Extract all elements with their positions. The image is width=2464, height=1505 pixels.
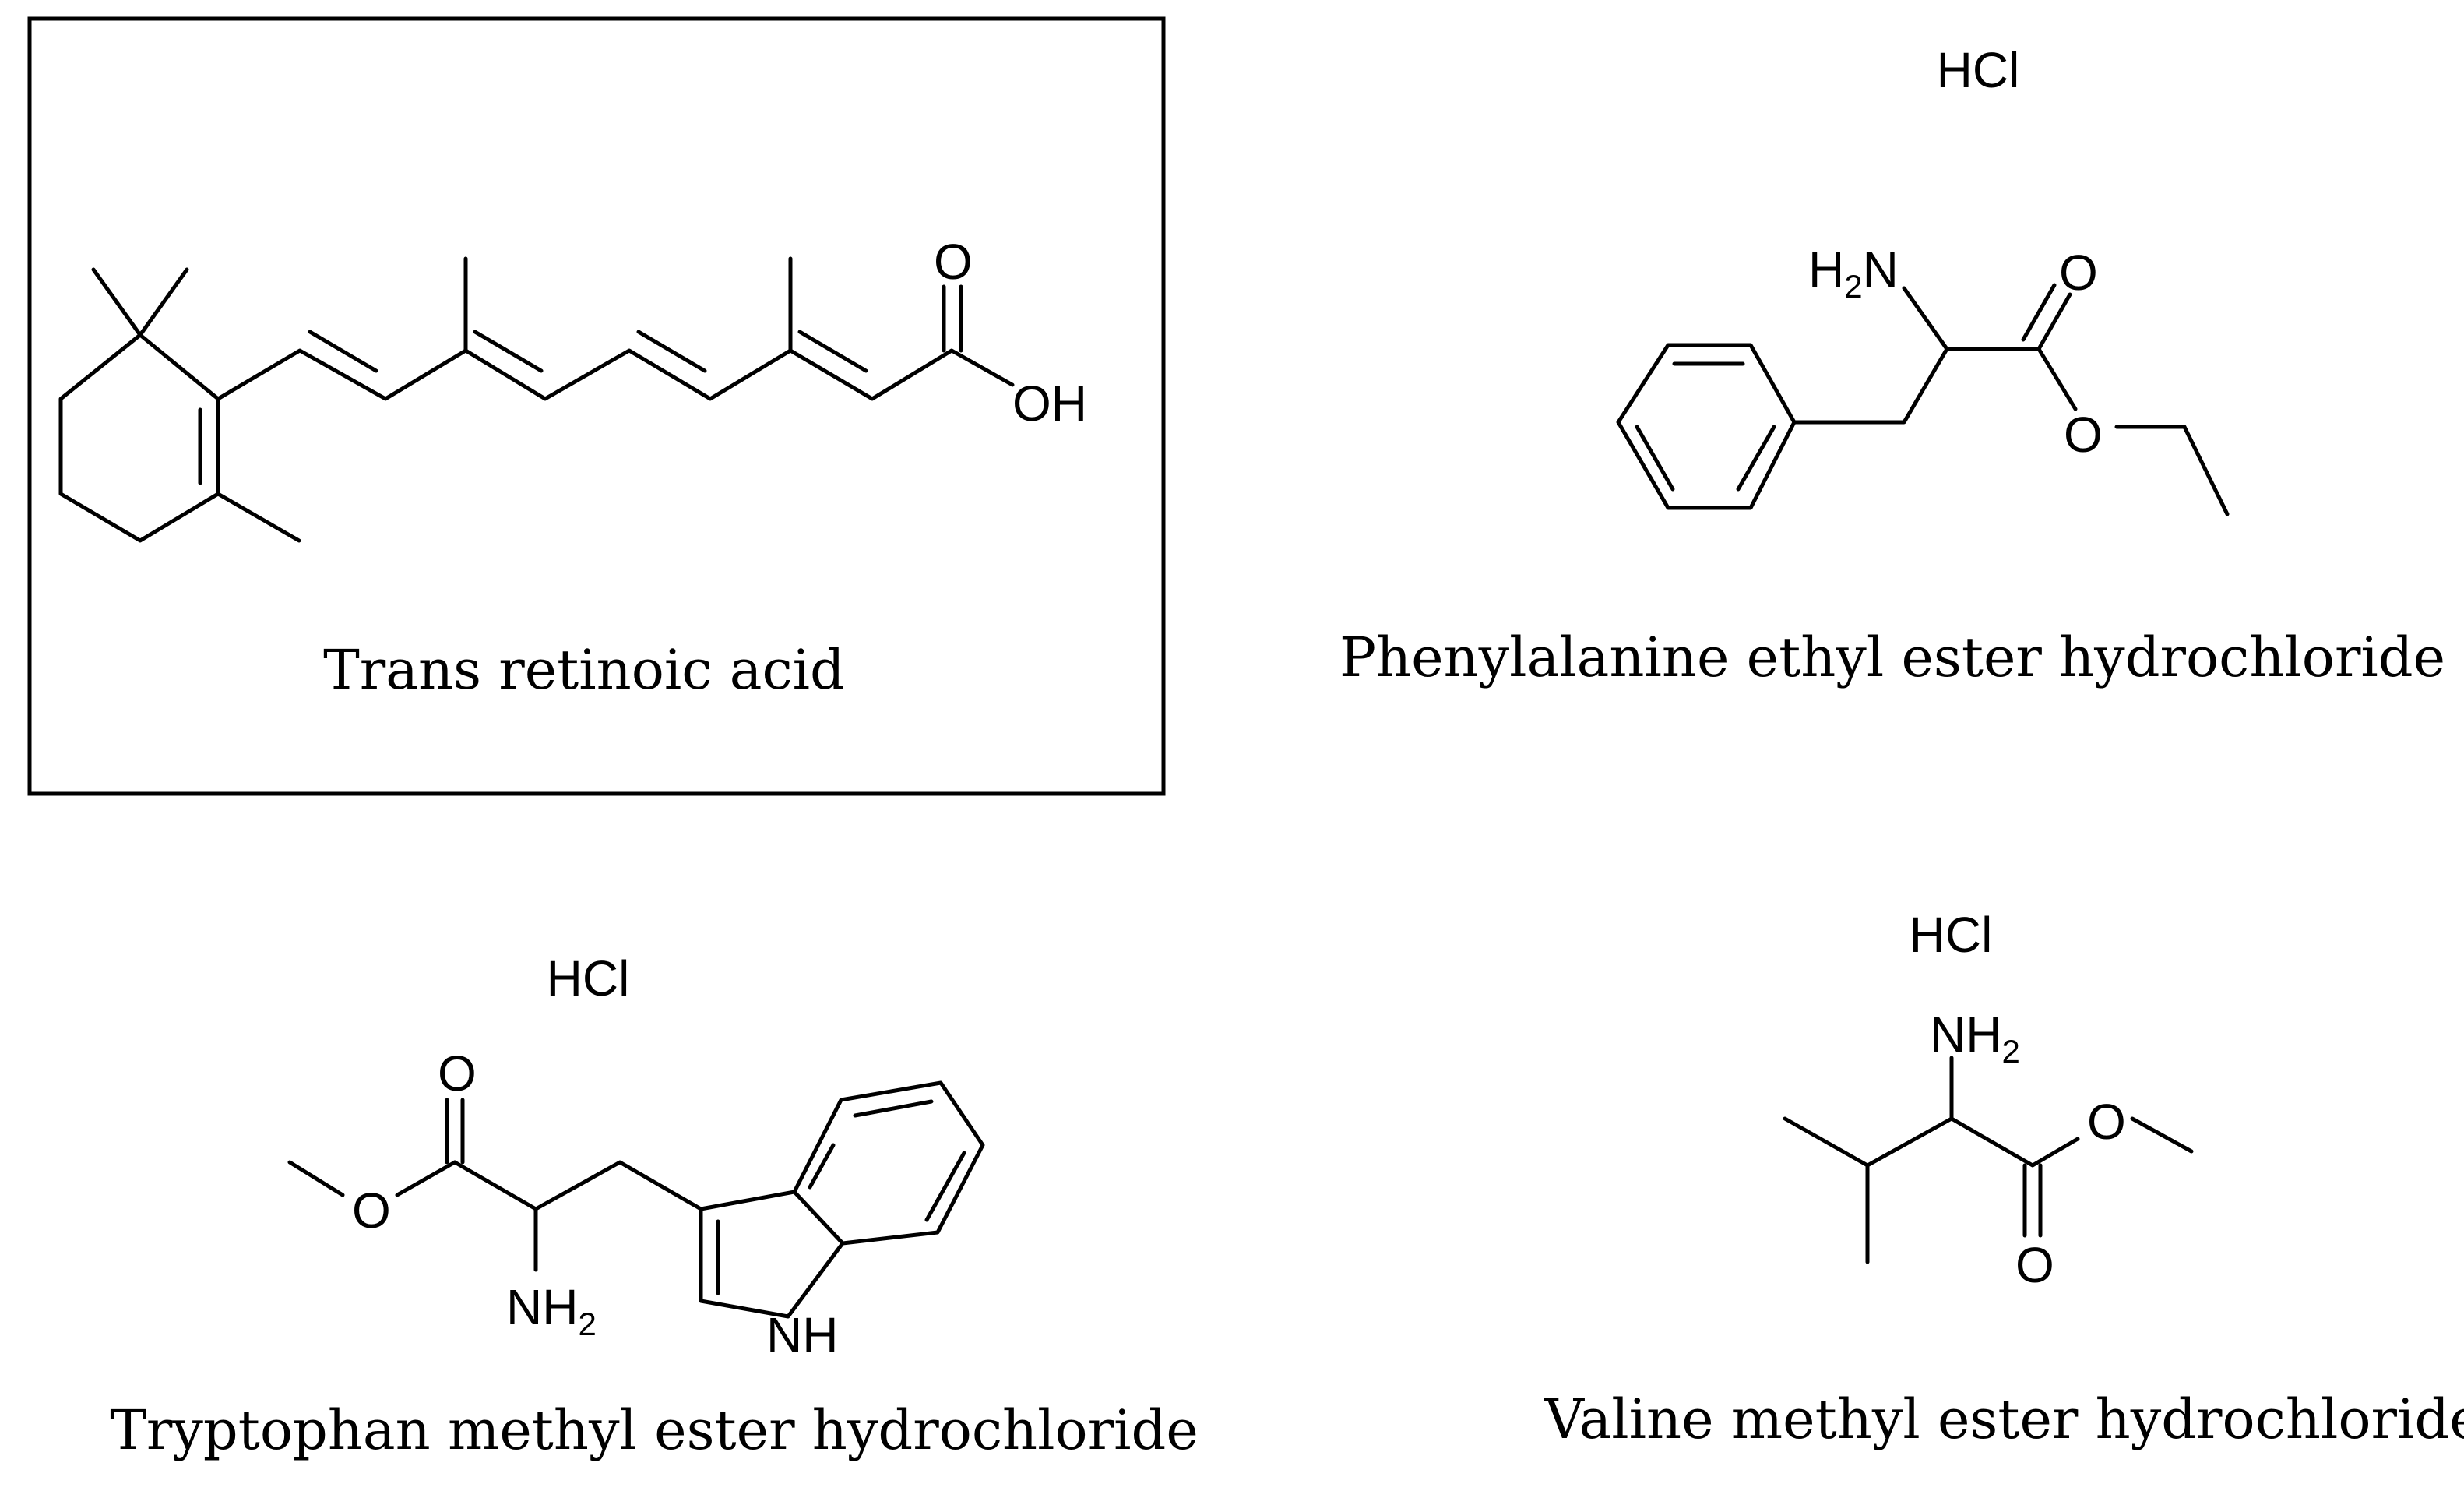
retinoic-acid-structure: O OH Trans retinoic acid (27, 16, 1166, 796)
phenylalanine-salt: HCl (1937, 42, 2020, 98)
valine-amine: NH2 (1930, 1006, 2020, 1070)
benzene-ring (1616, 343, 1797, 510)
chain-double-1 (308, 330, 378, 373)
gem-methyl-1 (91, 267, 143, 337)
chain-double-4 (797, 330, 868, 373)
phenylalanine-amine-bond (1902, 286, 1949, 351)
indole-benzene (792, 1080, 985, 1246)
indole-pyrrole (699, 1190, 845, 1319)
tryptophan-structure: HCl O O NH2 NH Tryptophan methyl ester h… (110, 950, 1199, 1462)
valine-ester-o: O (2087, 1094, 2126, 1150)
phenylalanine-caption: Phenylalanine ethyl ester hydrochloride (1339, 626, 2445, 689)
valine-caption: Valine methyl ester hydrochloride (1544, 1387, 2464, 1451)
retinoic-acid-caption: Trans retinoic acid (323, 638, 845, 702)
phenylalanine-backbone (1792, 347, 2041, 425)
chain-double-2 (473, 330, 544, 373)
polyene-chain (216, 348, 1015, 401)
phenylalanine-ester-o: O (2064, 407, 2103, 463)
valine-ester-methyl (2130, 1116, 2194, 1154)
benzene-inner-2 (1736, 425, 1776, 492)
indole-nh: NH (766, 1307, 838, 1363)
tryptophan-backbone (452, 1160, 703, 1211)
indole-inner-2 (924, 1151, 966, 1222)
valine-salt: HCl (1910, 907, 1993, 963)
indole-inner-3 (808, 1143, 836, 1190)
retinoic-carbonyl-o: O (934, 234, 973, 290)
tryptophan-ester-o: O (352, 1182, 391, 1239)
valine-carbonyl-o: O (2015, 1237, 2054, 1293)
indole-inner-1 (853, 1099, 934, 1118)
tryptophan-amine: NH2 (506, 1279, 597, 1342)
tryptophan-caption: Tryptophan methyl ester hydrochloride (110, 1398, 1199, 1462)
valine-structure: HCl NH2 O O Valine methyl ester hydrochl… (1544, 907, 2464, 1451)
phenylalanine-amine: H2N (1808, 241, 1899, 305)
ring-methyl (216, 492, 301, 543)
retinoic-acid-frame (27, 16, 1166, 796)
chain-double-3 (636, 330, 707, 373)
tryptophan-ester-bond (395, 1160, 457, 1197)
phenylalanine-carbonyl-b (2021, 283, 2057, 342)
gem-methyl-2 (138, 267, 189, 337)
valine-backbone (1783, 1116, 2080, 1168)
tryptophan-carbonyl-o: O (438, 1045, 477, 1101)
phenylalanine-structure: HCl H2N O O Phenylalanine ethyl ester hy… (1339, 42, 2445, 689)
phenylalanine-ester-bond (2036, 347, 2078, 411)
phenylalanine-carbonyl-o: O (2059, 245, 2098, 301)
phenylalanine-carbonyl-a (2036, 292, 2072, 351)
cyclohexene-ring (58, 333, 220, 543)
phenylalanine-ethyl-2 (2182, 425, 2230, 516)
benzene-inner-3 (1635, 425, 1675, 492)
tryptophan-methyl (287, 1160, 345, 1197)
tryptophan-salt: HCl (547, 950, 630, 1006)
retinoic-hydroxyl: OH (1012, 375, 1087, 432)
